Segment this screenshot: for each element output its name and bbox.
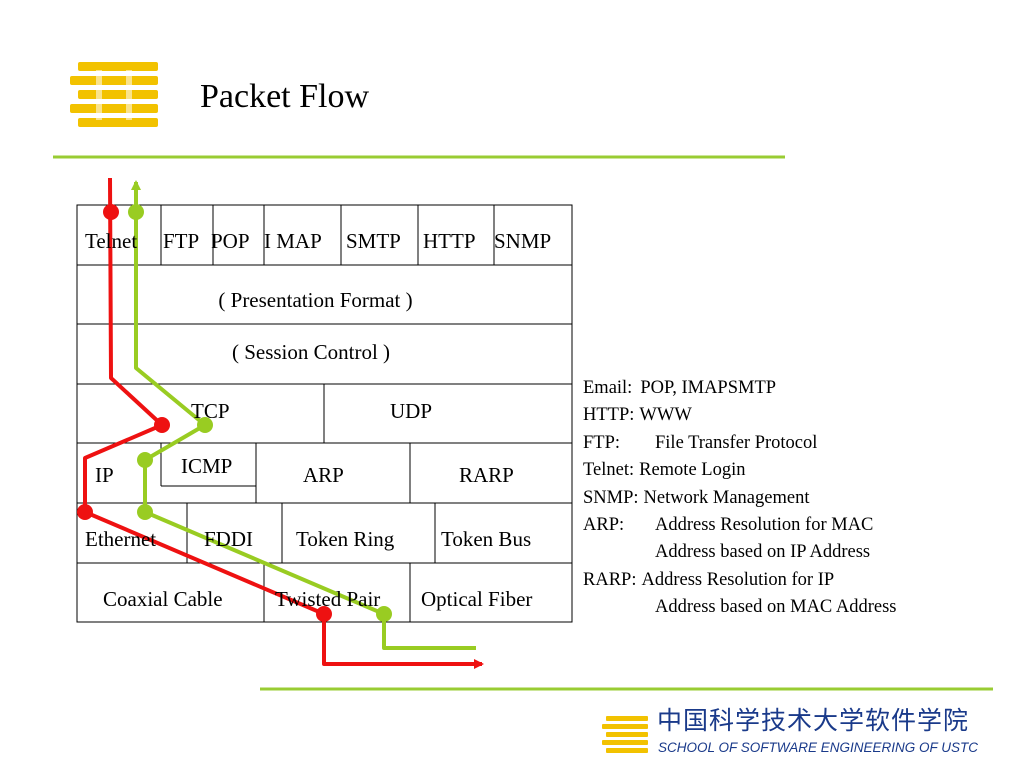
green-path-nodes [128, 204, 392, 622]
protocol-rarp: RARP [459, 463, 514, 487]
note-key: HTTP: [583, 405, 635, 426]
school-name-english: SCHOOL OF SOFTWARE ENGINEERING OF USTC [658, 740, 979, 755]
protocol-pop: POP [211, 229, 250, 253]
note-line: SNMP:Network Management [583, 485, 897, 512]
presentation-layer: ( Presentation Format ) [218, 288, 413, 312]
protocol-ftp: FTP [163, 229, 200, 253]
note-key: SNMP: [583, 487, 639, 508]
protocol-notes: Email: POP, IMAPSMTP HTTP:WWW FTP: File Tr… [583, 375, 897, 622]
note-key: Telnet: [583, 460, 635, 481]
protocol-snmp: SNMP [494, 229, 552, 253]
note-text: Network Management [643, 487, 810, 508]
red-path-nodes [77, 204, 332, 622]
school-name-chinese: 中国科学技术大学软件学院 [657, 706, 970, 735]
protocol-stack-grid [76, 204, 573, 623]
protocol-icmp: ICMP [181, 454, 233, 478]
note-text: POP, IMAPSMTP [640, 378, 777, 398]
note-key: Email: [583, 378, 633, 398]
link-token-bus: Token Bus [441, 527, 532, 551]
note-text: Address Resolution for IP [641, 569, 835, 590]
note-text: Address based on IP Address [655, 542, 871, 563]
physical-optical-fiber: Optical Fiber [421, 587, 533, 611]
protocol-tcp: TCP [191, 399, 230, 423]
slide-title: Packet Flow [200, 78, 370, 115]
note-line: RARP:Address Resolution for IP [583, 567, 897, 594]
physical-twisted-pair: Twisted Pair [275, 587, 381, 611]
note-line: Address based on MAC Address [583, 594, 897, 621]
protocol-ip: IP [95, 463, 114, 487]
note-key: ARP: [583, 514, 625, 535]
red-packet-path [83, 177, 484, 669]
note-key: FTP: [583, 432, 621, 453]
protocol-imap: I MAP [264, 229, 322, 253]
session-layer: ( Session Control ) [231, 340, 391, 364]
link-ethernet: Ethernet [85, 527, 157, 551]
protocol-http: HTTP [423, 229, 476, 253]
note-line: Telnet:Remote Login [583, 457, 897, 484]
protocol-udp: UDP [390, 399, 433, 423]
note-line: HTTP:WWW [583, 402, 897, 429]
note-line: Email: POP, IMAPSMTP [583, 375, 897, 402]
note-text: Address based on MAC Address [655, 597, 897, 618]
link-fddi: FDDI [204, 527, 254, 551]
note-key: RARP: [583, 569, 637, 590]
note-text: File Transfer Protocol [655, 432, 818, 453]
note-text: WWW [639, 405, 692, 426]
link-token-ring: Token Ring [296, 527, 395, 551]
physical-coaxial-cable: Coaxial Cable [103, 587, 223, 611]
note-line: ARP: Address Resolution for MAC [583, 512, 897, 539]
protocol-smtp: SMTP [346, 229, 401, 253]
note-line: Address based on IP Address [583, 539, 897, 566]
protocol-telnet: Telnet [85, 229, 138, 253]
protocol-arp: ARP [303, 463, 344, 487]
note-text: Remote Login [639, 460, 746, 481]
green-packet-path [131, 180, 476, 650]
note-line: FTP: File Transfer Protocol [583, 430, 897, 457]
note-text: Address Resolution for MAC [655, 514, 874, 535]
logo-icon [70, 62, 158, 127]
school-logo-icon [602, 716, 648, 753]
